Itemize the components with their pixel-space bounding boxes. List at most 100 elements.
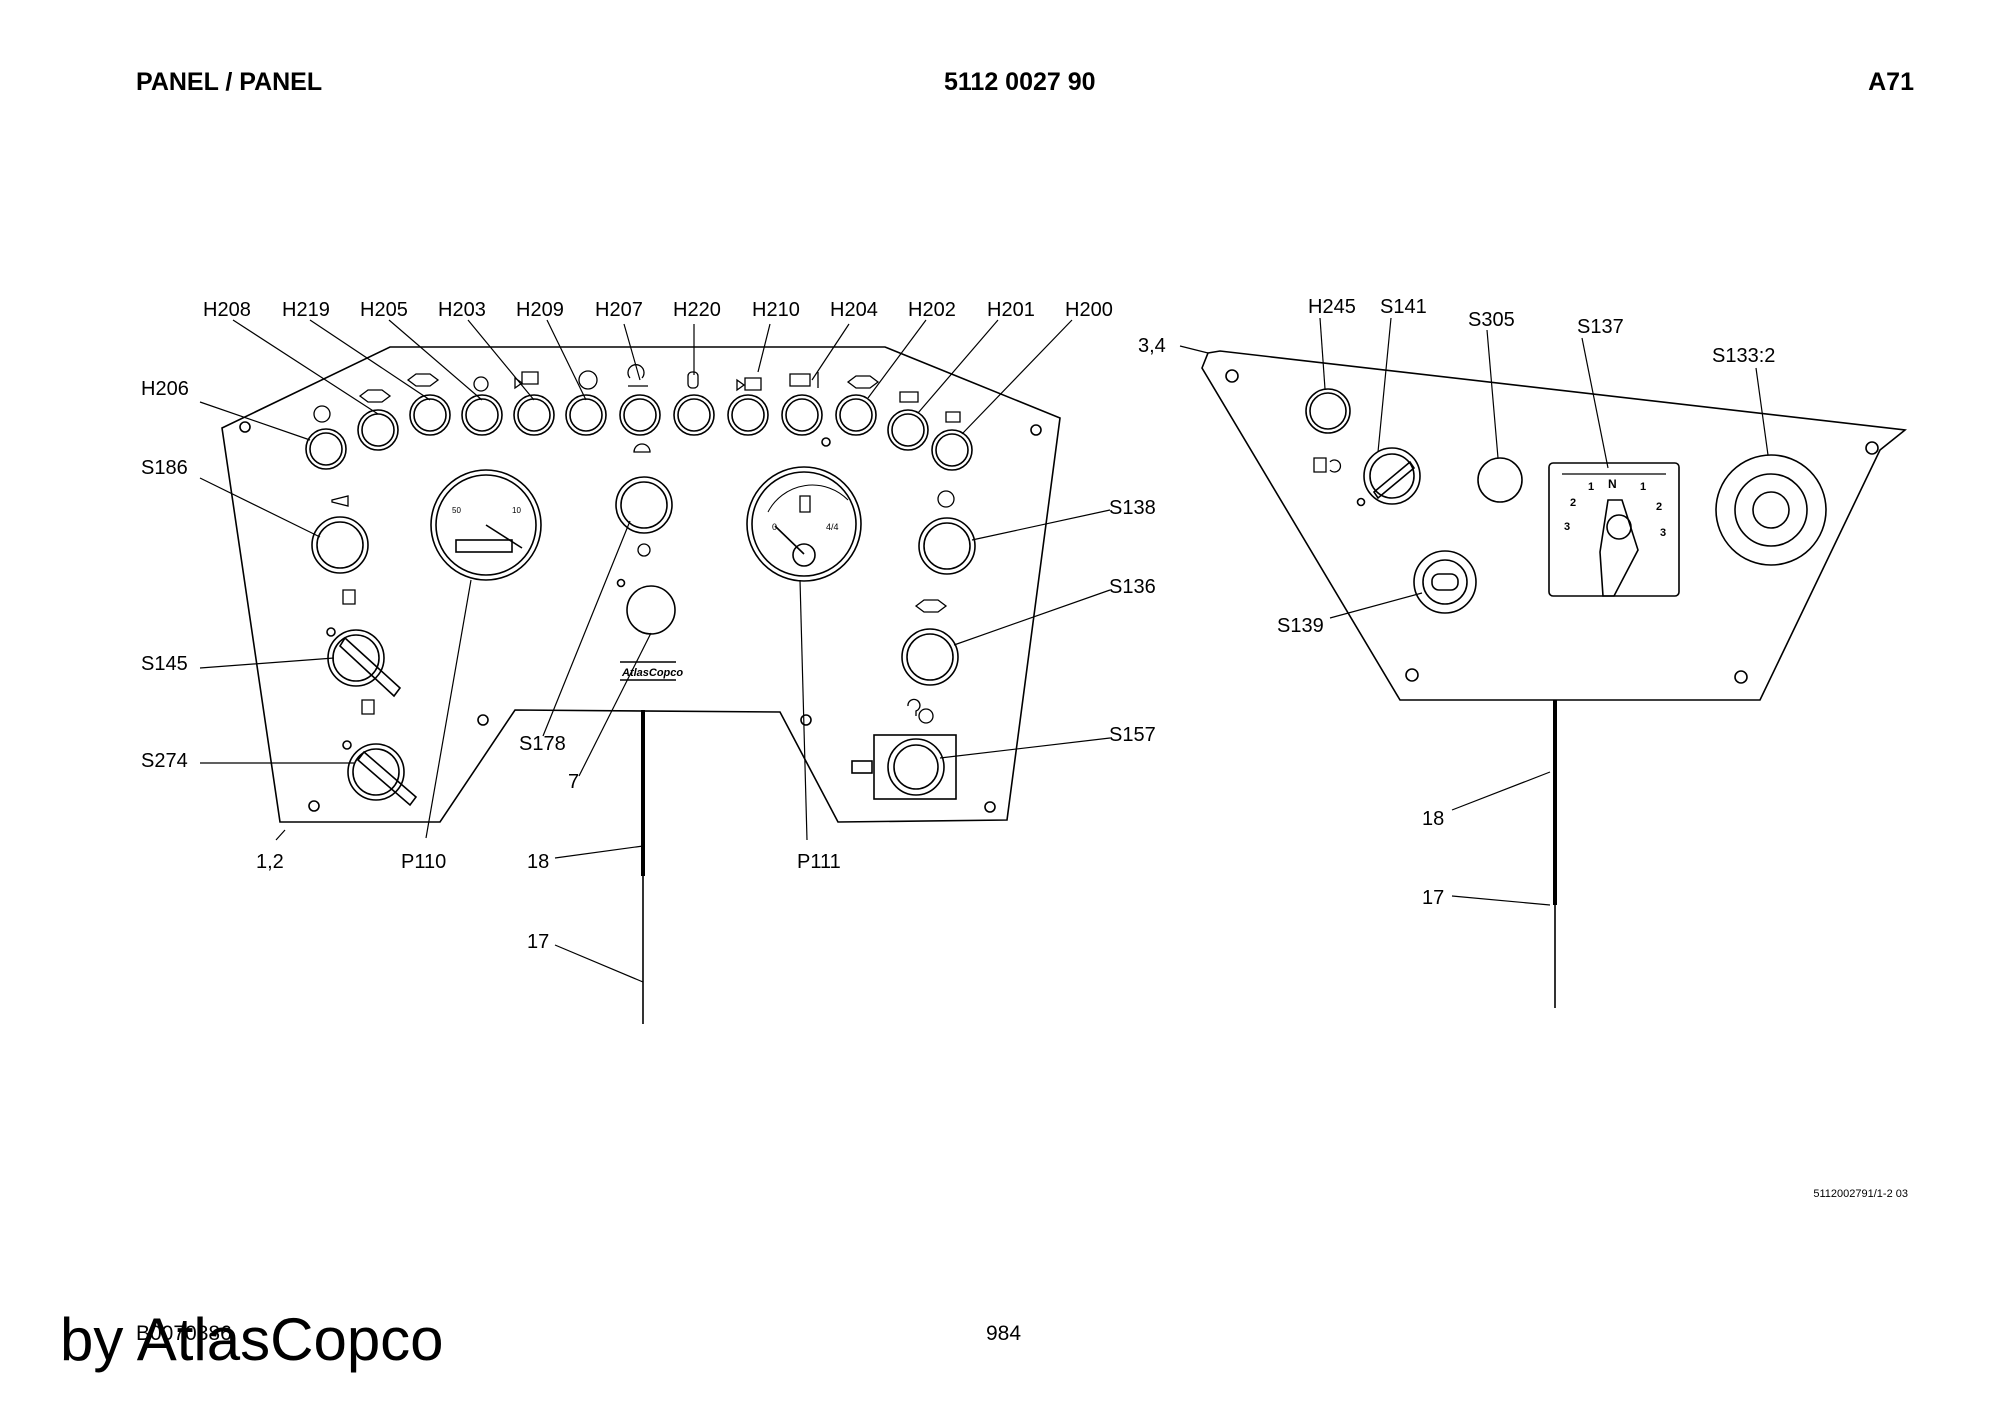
left-callout-labels: H208 H219 H205 H203 H209 H207 H220 H210 …	[141, 299, 1156, 953]
callout-h219: H219	[282, 299, 330, 321]
glow-plug-icon	[789, 372, 819, 388]
callout-s305: S305	[1468, 309, 1515, 331]
lamp-h200	[931, 429, 973, 471]
coolant-temp-icon	[687, 371, 699, 389]
callout-18-right: 18	[1422, 808, 1444, 830]
page-code: A71	[1868, 68, 1914, 96]
right-panel-outline	[1201, 350, 1907, 701]
blank-s305	[1477, 457, 1523, 503]
callout-s274: S274	[141, 750, 188, 772]
oil-level-icon	[473, 376, 489, 392]
callout-s186: S186	[141, 457, 188, 479]
coolant-level-icon	[846, 375, 880, 389]
air-filter-icon	[578, 370, 598, 390]
callout-h210: H210	[752, 299, 800, 321]
document-id: B0070386	[136, 1322, 232, 1345]
lamp-h220	[673, 394, 715, 436]
oil-pressure-icon	[358, 389, 392, 403]
callout-7: 7	[568, 771, 579, 793]
selector-label-f2: 2	[1570, 497, 1576, 509]
callout-s138: S138	[1109, 497, 1156, 519]
lamp-symbols	[313, 364, 961, 423]
right-panel: N 1 2 3 1 2 3	[1201, 350, 1907, 1008]
work-light-button-s178	[615, 443, 673, 557]
rotary-switch-s274	[342, 699, 418, 807]
callout-s157: S157	[1109, 724, 1156, 746]
left-panel-outline	[221, 346, 1061, 823]
blank-plug-7	[626, 585, 676, 635]
rear-wiper-icon	[361, 699, 375, 715]
horn-button-s186	[311, 495, 369, 574]
callout-1-2: 1,2	[256, 851, 284, 873]
rotary-switch-s145	[326, 589, 402, 698]
lamp-h202	[835, 394, 877, 436]
lamp-h201	[887, 409, 929, 451]
tachometer-p110: 50 10	[430, 469, 542, 581]
callout-h206: H206	[141, 378, 189, 400]
lamp-h208	[357, 409, 399, 451]
lamp-h245	[1305, 388, 1351, 434]
fuel-pump-icon	[799, 495, 811, 513]
lamp-h219	[409, 394, 451, 436]
selector-label-n: N	[1608, 477, 1617, 491]
lamp-h210	[727, 394, 769, 436]
mounting-holes	[239, 421, 1042, 813]
ignition-switch-s139	[1413, 550, 1477, 614]
callout-h200: H200	[1065, 299, 1113, 321]
callout-3-4: 3,4	[1138, 335, 1166, 357]
parking-brake-icon	[313, 405, 331, 423]
right-callout-labels: 3,4 H245 S141 S305 S137 S133:2 S139 18 1…	[1138, 296, 1775, 909]
button-s136	[901, 599, 959, 686]
callout-s178: S178	[519, 733, 566, 755]
parking-brake-icon	[937, 490, 955, 508]
hour-counter	[455, 539, 513, 553]
work-light-icon	[633, 443, 651, 453]
callout-h204: H204	[830, 299, 878, 321]
wiper-icon	[342, 589, 356, 605]
brake-warning-icon	[945, 411, 961, 423]
callout-s136: S136	[1109, 576, 1156, 598]
callout-h202: H202	[908, 299, 956, 321]
tachometer-scale-50: 50	[452, 506, 461, 515]
preheat-icon	[1313, 457, 1342, 473]
rotating-beacon-icon	[637, 543, 651, 557]
document-number: 5112 0027 90	[944, 68, 1096, 96]
selector-label-f3: 3	[1564, 521, 1570, 533]
tachometer-scale-10: 10	[512, 506, 521, 515]
indicator-dot	[616, 578, 626, 588]
page-title: PANEL / PANEL	[136, 68, 323, 96]
lamp-h206	[305, 428, 347, 470]
callout-s141: S141	[1380, 296, 1427, 318]
callout-s137: S137	[1577, 316, 1624, 338]
hydraulic-icon	[736, 377, 762, 392]
callout-17-right: 17	[1422, 887, 1444, 909]
callout-s139: S139	[1277, 615, 1324, 637]
callout-s145: S145	[141, 653, 188, 675]
atlascopco-logo-plate: AtlasCopco	[620, 661, 683, 681]
callout-s133: S133:2	[1712, 345, 1775, 367]
lamp-h209	[565, 394, 607, 436]
brake-test-icon	[907, 698, 921, 716]
left-panel: 50 10 AtlasCopco 0 4/4	[221, 346, 1061, 1024]
indicator-lamp-row	[305, 394, 973, 471]
parking-brake-button-s138	[918, 490, 976, 575]
lamp-h203	[513, 394, 555, 436]
selector-label-f1: 1	[1588, 481, 1594, 493]
selector-label-r3: 3	[1660, 527, 1666, 539]
logo-text: AtlasCopco	[621, 667, 683, 679]
fuel-gauge-p111: 0 4/4	[746, 466, 862, 582]
selector-label-r2: 2	[1656, 501, 1662, 513]
emergency-stop-s133	[1715, 454, 1827, 566]
callout-h205: H205	[360, 299, 408, 321]
callout-h209: H209	[516, 299, 564, 321]
battery-icon	[899, 391, 919, 403]
page-number: 984	[986, 1322, 1022, 1345]
lamp-h205	[461, 394, 503, 436]
callout-h220: H220	[673, 299, 721, 321]
drawing-reference: 5112002791/1-2 03	[1813, 1188, 1908, 1200]
callout-p110: P110	[401, 851, 446, 873]
guarded-button-s157	[851, 698, 957, 800]
callout-h203: H203	[438, 299, 486, 321]
fuel-scale-full: 4/4	[826, 522, 839, 532]
engine-oil-icon	[406, 373, 440, 387]
